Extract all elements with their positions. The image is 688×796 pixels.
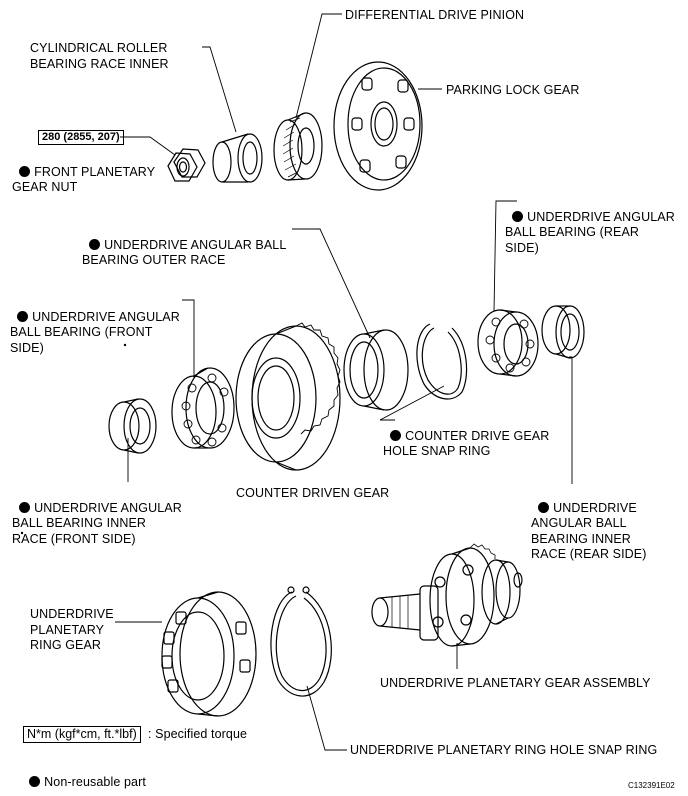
label-front-planetary-gear-nut: FRONT PLANETARY GEAR NUT <box>12 164 156 195</box>
non-reusable-marker <box>512 210 524 222</box>
non-reusable-marker <box>19 165 31 177</box>
planetary-gear-assembly-part <box>371 543 523 647</box>
non-reusable-marker <box>19 501 31 513</box>
bearing-outer-race-part <box>343 329 409 411</box>
non-reusable-marker <box>89 238 101 250</box>
figure-code: C132391E02 <box>628 781 675 790</box>
inner-race-rear-part <box>541 305 585 359</box>
label-differential-drive-pinion: DIFFERENTIAL DRIVE PINION <box>345 8 525 22</box>
counter-driven-gear-part <box>235 322 341 471</box>
non-reusable-marker <box>17 310 29 322</box>
counter-snap-ring-part <box>416 323 468 400</box>
drive-pinion-part <box>273 112 323 181</box>
non-reusable-marker <box>29 775 41 787</box>
legend-nonreusable: Non-reusable part <box>22 759 146 790</box>
non-reusable-marker <box>538 501 550 513</box>
label-counter-drive-snap-ring: COUNTER DRIVE GEAR HOLE SNAP RING <box>383 428 550 459</box>
legend-torque-unit: N*m (kgf*cm, ft.*lbf) <box>23 726 141 743</box>
ring-gear-part <box>161 591 257 717</box>
non-reusable-marker <box>390 429 402 441</box>
torque-spec-box: 280 (2855, 207) <box>38 130 124 145</box>
label-ud-inner-race-front: UNDERDRIVE ANGULAR BALL BEARING INNER RA… <box>12 500 182 546</box>
label-ud-bearing-rear: UNDERDRIVE ANGULAR BALL BEARING (REAR SI… <box>505 209 675 255</box>
label-ud-bearing-outer-race: UNDERDRIVE ANGULAR BALL BEARING OUTER RA… <box>82 237 287 268</box>
label-ud-bearing-front: UNDERDRIVE ANGULAR BALL BEARING (FRONT S… <box>10 309 180 355</box>
label-ud-planetary-ring-gear: UNDERDRIVE PLANETARY RING GEAR <box>30 607 114 652</box>
roller-race-part <box>212 133 263 183</box>
label-parking-lock-gear: PARKING LOCK GEAR <box>446 83 580 97</box>
label-ud-inner-race-rear: UNDERDRIVE ANGULAR BALL BEARING INNER RA… <box>531 500 647 562</box>
ball-bearing-front-part <box>171 367 235 449</box>
leader-lines <box>115 13 573 751</box>
label-ud-planetary-gear-assembly: UNDERDRIVE PLANETARY GEAR ASSEMBLY <box>380 676 651 690</box>
ring-snap-ring-part <box>270 586 332 697</box>
ball-bearing-rear-part <box>477 309 539 377</box>
parking-lock-gear-part <box>333 61 423 191</box>
front-planetary-gear-nut-part <box>167 148 206 182</box>
label-cylindrical-roller-bearing: CYLINDRICAL ROLLER BEARING RACE INNER <box>30 41 169 71</box>
label-counter-driven-gear: COUNTER DRIVEN GEAR <box>236 486 390 500</box>
inner-race-front-part <box>108 398 157 454</box>
label-ud-ring-snap-ring: UNDERDRIVE PLANETARY RING HOLE SNAP RING <box>350 743 658 757</box>
legend-torque-text: : Specified torque <box>148 727 248 741</box>
